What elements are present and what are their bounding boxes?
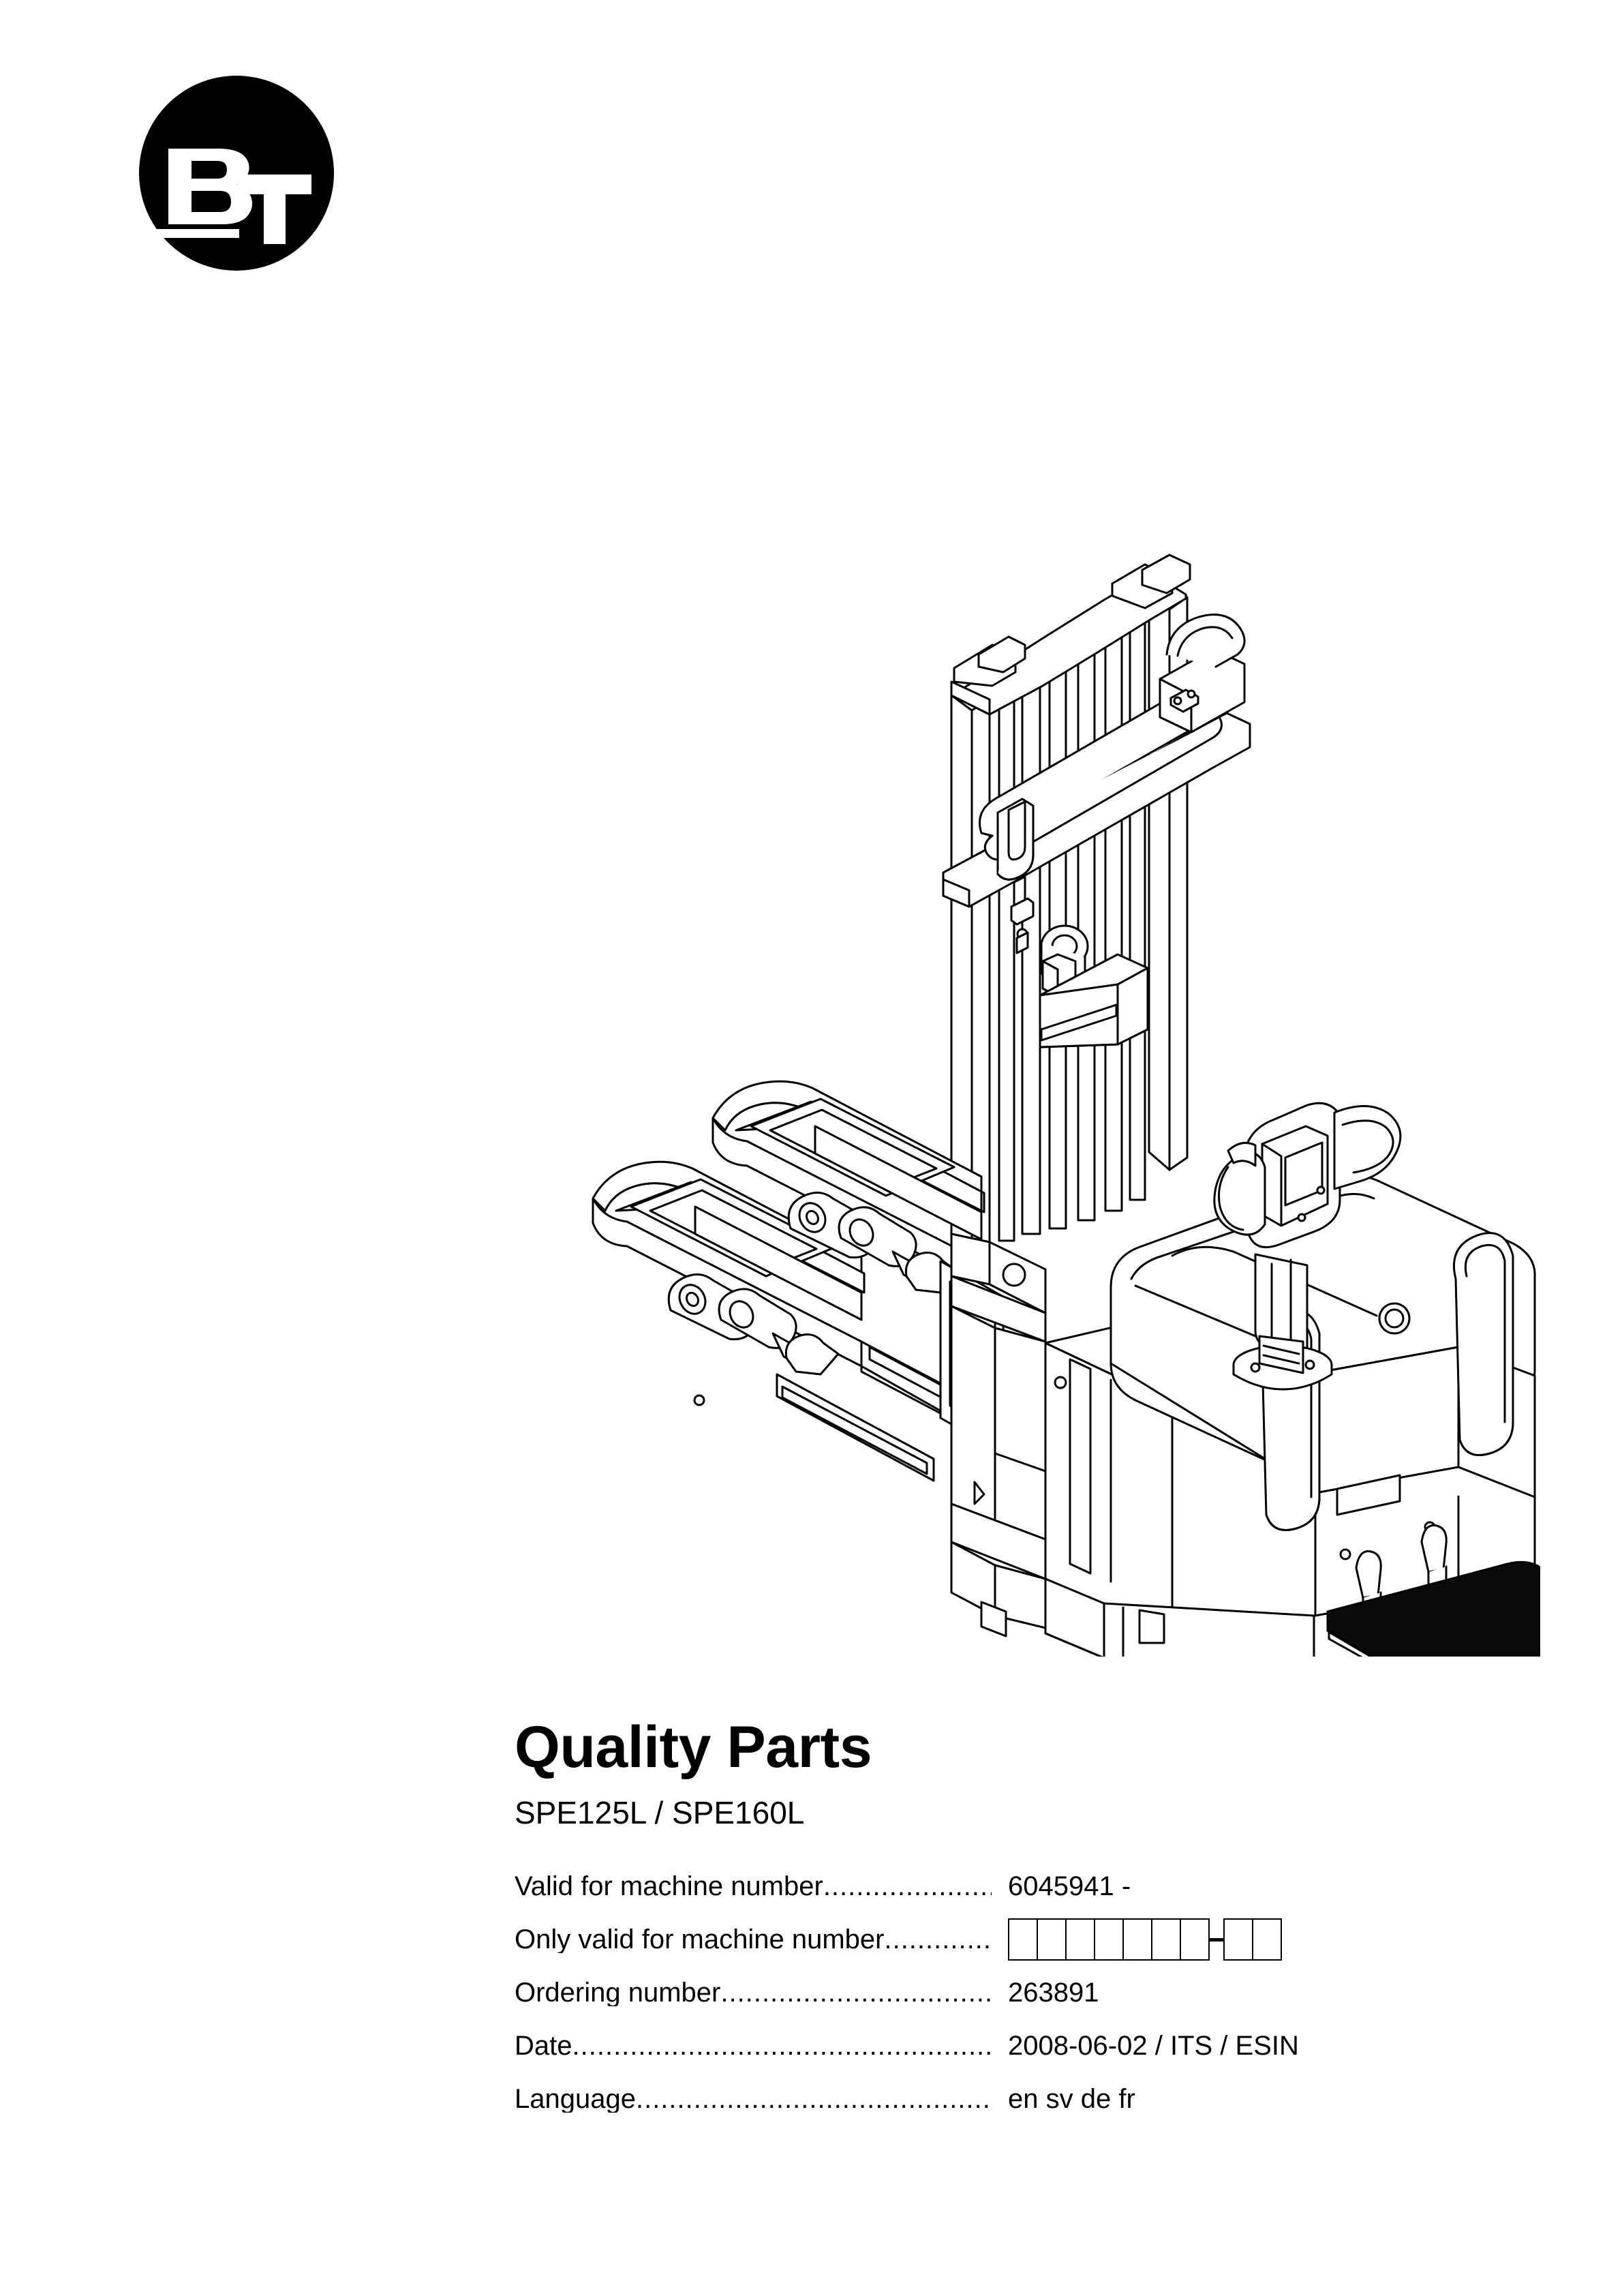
mast-assembly [950,554,1191,1256]
spec-value-date: 2008-06-02 / ITS / ESIN [1008,2031,1299,2061]
spec-value-only-valid-for-machine-number [992,1913,1428,1966]
mast-base-frame [950,1233,1047,1637]
leader-dots [720,1979,992,2006]
serial-box[interactable] [1122,1918,1152,1961]
serial-box[interactable] [1252,1918,1282,1961]
spec-value-ordering-number: 263891 [1008,1978,1099,2008]
serial-box[interactable] [1094,1918,1124,1961]
table-row: Valid for machine number 6045941 - [515,1860,1428,1913]
spec-value-language: en sv de fr [1008,2084,1135,2114]
mast-top-guard [942,614,1251,954]
serial-box[interactable] [1065,1918,1095,1961]
serial-box[interactable] [1037,1918,1067,1961]
serial-number-boxes[interactable] [1008,1917,1428,1962]
document-text-block: Quality Parts SPE125L / SPE160L Valid fo… [515,1718,1578,2126]
operator-platform [1326,1524,1540,1657]
logo-letter-b [168,149,253,224]
serial-box[interactable] [1008,1918,1038,1961]
front-lower-skirt [1044,1577,1315,1657]
logo-letter-t [238,175,311,244]
table-row: Ordering number 263891 [515,1966,1428,2019]
leader-dots [884,1926,992,1953]
spec-label-cell: Valid for machine number [515,1860,992,1913]
specification-table: Valid for machine number 6045941 - Only … [515,1860,1428,2126]
leader-dots [572,2032,992,2059]
logo-underline [148,229,239,238]
serial-box[interactable] [1180,1918,1210,1961]
leader-dots [823,1873,992,1900]
table-row: Only valid for machine number [515,1913,1428,1966]
bt-logo [138,75,335,271]
spec-label-cell: Ordering number [515,1966,992,2019]
spec-label-language: Language [515,2085,636,2113]
spec-value-valid-for-machine-number: 6045941 - [1008,1871,1131,1901]
leader-dots [636,2085,992,2113]
serial-boxes-suffix[interactable] [1223,1918,1282,1961]
fork-carriage-shelf [1039,953,1149,1048]
serial-separator-dash [1210,1937,1223,1942]
spec-label-cell: Only valid for machine number [515,1913,992,1966]
model-subtitle: SPE125L / SPE160L [515,1795,805,1830]
serial-box[interactable] [1151,1918,1181,1961]
pallet-stacker-drawing [592,554,1540,1657]
spec-label-cell: Language [515,2072,992,2126]
spec-label-date: Date [515,2032,572,2059]
tiller-control-head [1213,1102,1411,1391]
page-title: Quality Parts [515,1715,872,1780]
table-row: Date 2008-06-02 / ITS / ESIN [515,2019,1428,2072]
table-row: Language en sv de fr [515,2072,1428,2126]
spec-label-valid-for-machine-number: Valid for machine number [515,1873,823,1900]
serial-box[interactable] [1223,1918,1253,1961]
serial-boxes-primary[interactable] [1008,1918,1210,1961]
spec-label-only-valid-for-machine-number: Only valid for machine number [515,1926,885,1953]
machine-illustration [572,552,1540,1657]
load-wheels [667,1192,960,1406]
spec-label-ordering-number: Ordering number [515,1979,721,2006]
bt-logo-svg [139,76,334,271]
spec-label-cell: Date [515,2019,992,2072]
